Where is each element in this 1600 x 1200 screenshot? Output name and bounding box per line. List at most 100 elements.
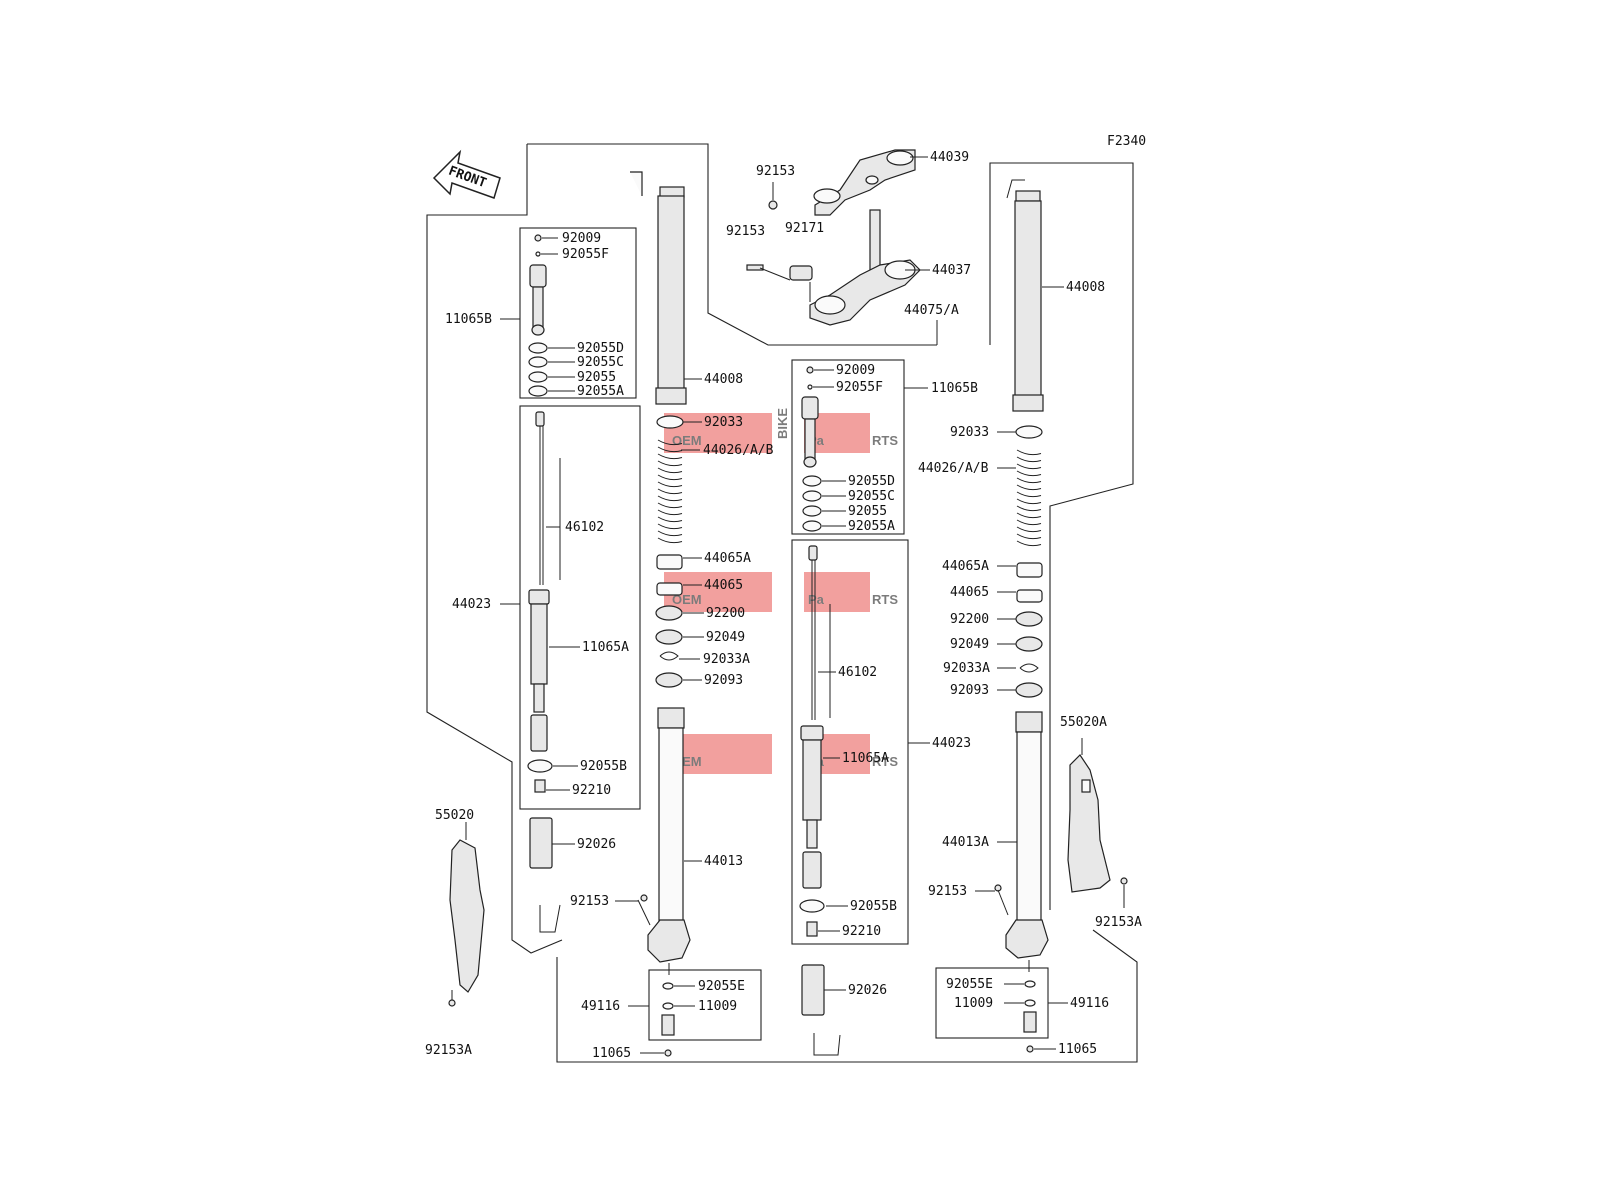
watermark-1: OEM BIKE Pa RTS <box>664 408 898 453</box>
middle-labels-upper: 92009 92055F 11065B 92055D 92055C 92055 … <box>813 363 978 534</box>
label-44075: 44075/A <box>904 303 959 318</box>
svg-text:44013A: 44013A <box>942 835 989 850</box>
svg-text:55020A: 55020A <box>1060 715 1107 730</box>
svg-text:49116: 49116 <box>581 999 620 1014</box>
svg-text:OEM: OEM <box>672 433 702 448</box>
label-92171: 92171 <box>785 221 824 236</box>
center-left-labels: 44008 92033 44026/A/B 44065A 44065 92200… <box>570 372 774 1061</box>
svg-text:92055: 92055 <box>848 504 887 519</box>
svg-text:92009: 92009 <box>562 231 601 246</box>
svg-text:92049: 92049 <box>950 637 989 652</box>
svg-text:11065B: 11065B <box>931 381 978 396</box>
svg-text:44008: 44008 <box>704 372 743 387</box>
frame-lines <box>426 143 1138 1063</box>
svg-text:92200: 92200 <box>706 606 745 621</box>
bolt-92153-top <box>768 182 778 210</box>
right-outer-tube <box>1006 179 1044 412</box>
svg-text:92055D: 92055D <box>848 474 895 489</box>
svg-text:92055A: 92055A <box>848 519 895 534</box>
left-cartridge-valve <box>528 234 548 397</box>
label-92153-mid: 92153 <box>726 224 765 239</box>
svg-text:92093: 92093 <box>950 683 989 698</box>
svg-text:11009: 11009 <box>954 996 993 1011</box>
right-fork-guard: 55020A 92153A <box>1060 715 1142 930</box>
svg-text:RTS: RTS <box>872 754 898 769</box>
svg-text:OEM: OEM <box>672 592 702 607</box>
svg-text:46102: 46102 <box>838 665 877 680</box>
bolt-92153-mid <box>746 264 791 281</box>
box-bottom-left <box>648 969 762 1041</box>
svg-text:44065A: 44065A <box>942 559 989 574</box>
left-labels-lower: 46102 44023 11065A 92055B 92210 <box>452 458 629 798</box>
watermark-2: OEM Pa RTS <box>664 572 898 612</box>
label-92153-top: 92153 <box>756 164 795 179</box>
svg-text:92033: 92033 <box>950 425 989 440</box>
center-left-outer-tube <box>630 171 687 405</box>
svg-text:92026: 92026 <box>848 983 887 998</box>
svg-text:92153A: 92153A <box>425 1043 472 1058</box>
svg-text:RTS: RTS <box>872 592 898 607</box>
svg-text:92055E: 92055E <box>946 977 993 992</box>
svg-text:55020: 55020 <box>435 808 474 823</box>
svg-text:92055B: 92055B <box>850 899 897 914</box>
svg-text:11065: 11065 <box>592 1046 631 1061</box>
svg-text:92033A: 92033A <box>703 652 750 667</box>
svg-text:RTS: RTS <box>872 433 898 448</box>
svg-text:92153: 92153 <box>570 894 609 909</box>
box-mid-lower <box>791 539 909 945</box>
svg-text:44008: 44008 <box>1066 280 1105 295</box>
svg-text:11065A: 11065A <box>582 640 629 655</box>
svg-text:92055C: 92055C <box>577 355 624 370</box>
left-labels-upper: 92009 92055F 11065B 92055D 92055C 92055 … <box>445 231 624 399</box>
middle-labels-lower: 46102 44023 11065A 92055B 92210 <box>818 604 971 939</box>
center-left-inner-tube <box>637 707 691 963</box>
middle-cartridge-valve <box>801 366 822 532</box>
svg-text:11065B: 11065B <box>445 312 492 327</box>
svg-text:BIKE: BIKE <box>775 408 790 439</box>
svg-text:92055D: 92055D <box>577 341 624 356</box>
svg-text:92055: 92055 <box>577 370 616 385</box>
svg-text:44065: 44065 <box>704 578 743 593</box>
svg-text:11065: 11065 <box>1058 1042 1097 1057</box>
svg-text:49116: 49116 <box>1070 996 1109 1011</box>
box-left-upper <box>519 227 637 399</box>
left-92026-sleeve: 92026 <box>529 817 616 933</box>
coil-spring-icon <box>1016 449 1042 547</box>
left-fork-guard: 55020 92153A <box>425 808 485 1058</box>
svg-text:11009: 11009 <box>698 999 737 1014</box>
svg-text:92210: 92210 <box>572 783 611 798</box>
figure-code: F2340 <box>1107 134 1146 149</box>
svg-text:92153: 92153 <box>928 884 967 899</box>
box-left-lower <box>519 405 641 810</box>
label-44037: 44037 <box>932 263 971 278</box>
right-inner-tube <box>994 711 1049 959</box>
box-mid-upper <box>791 359 905 535</box>
right-labels: 44008 92033 44026/A/B 44065A 44065 92200… <box>918 280 1109 1057</box>
upper-triple-clamp <box>813 149 916 216</box>
lower-triple-clamp <box>789 209 921 326</box>
svg-text:11065A: 11065A <box>842 751 889 766</box>
label-44039: 44039 <box>930 150 969 165</box>
svg-text:92033: 92033 <box>704 415 743 430</box>
svg-text:44023: 44023 <box>932 736 971 751</box>
svg-text:92055F: 92055F <box>836 380 883 395</box>
svg-text:92055C: 92055C <box>848 489 895 504</box>
svg-text:92055F: 92055F <box>562 247 609 262</box>
svg-text:92093: 92093 <box>704 673 743 688</box>
svg-text:92055B: 92055B <box>580 759 627 774</box>
middle-92026-sleeve: 92026 <box>801 964 887 1056</box>
svg-text:44023: 44023 <box>452 597 491 612</box>
front-arrow-icon: FRONT <box>432 149 501 199</box>
svg-text:92009: 92009 <box>836 363 875 378</box>
svg-text:44026/A/B: 44026/A/B <box>918 461 989 476</box>
svg-text:92033A: 92033A <box>943 661 990 676</box>
left-damper-rod <box>527 411 553 793</box>
svg-text:92055A: 92055A <box>577 384 624 399</box>
svg-text:92153A: 92153A <box>1095 915 1142 930</box>
middle-damper-rod <box>799 545 825 937</box>
coil-spring-icon <box>657 439 683 544</box>
svg-text:92026: 92026 <box>577 837 616 852</box>
svg-text:92210: 92210 <box>842 924 881 939</box>
svg-text:44065: 44065 <box>950 585 989 600</box>
